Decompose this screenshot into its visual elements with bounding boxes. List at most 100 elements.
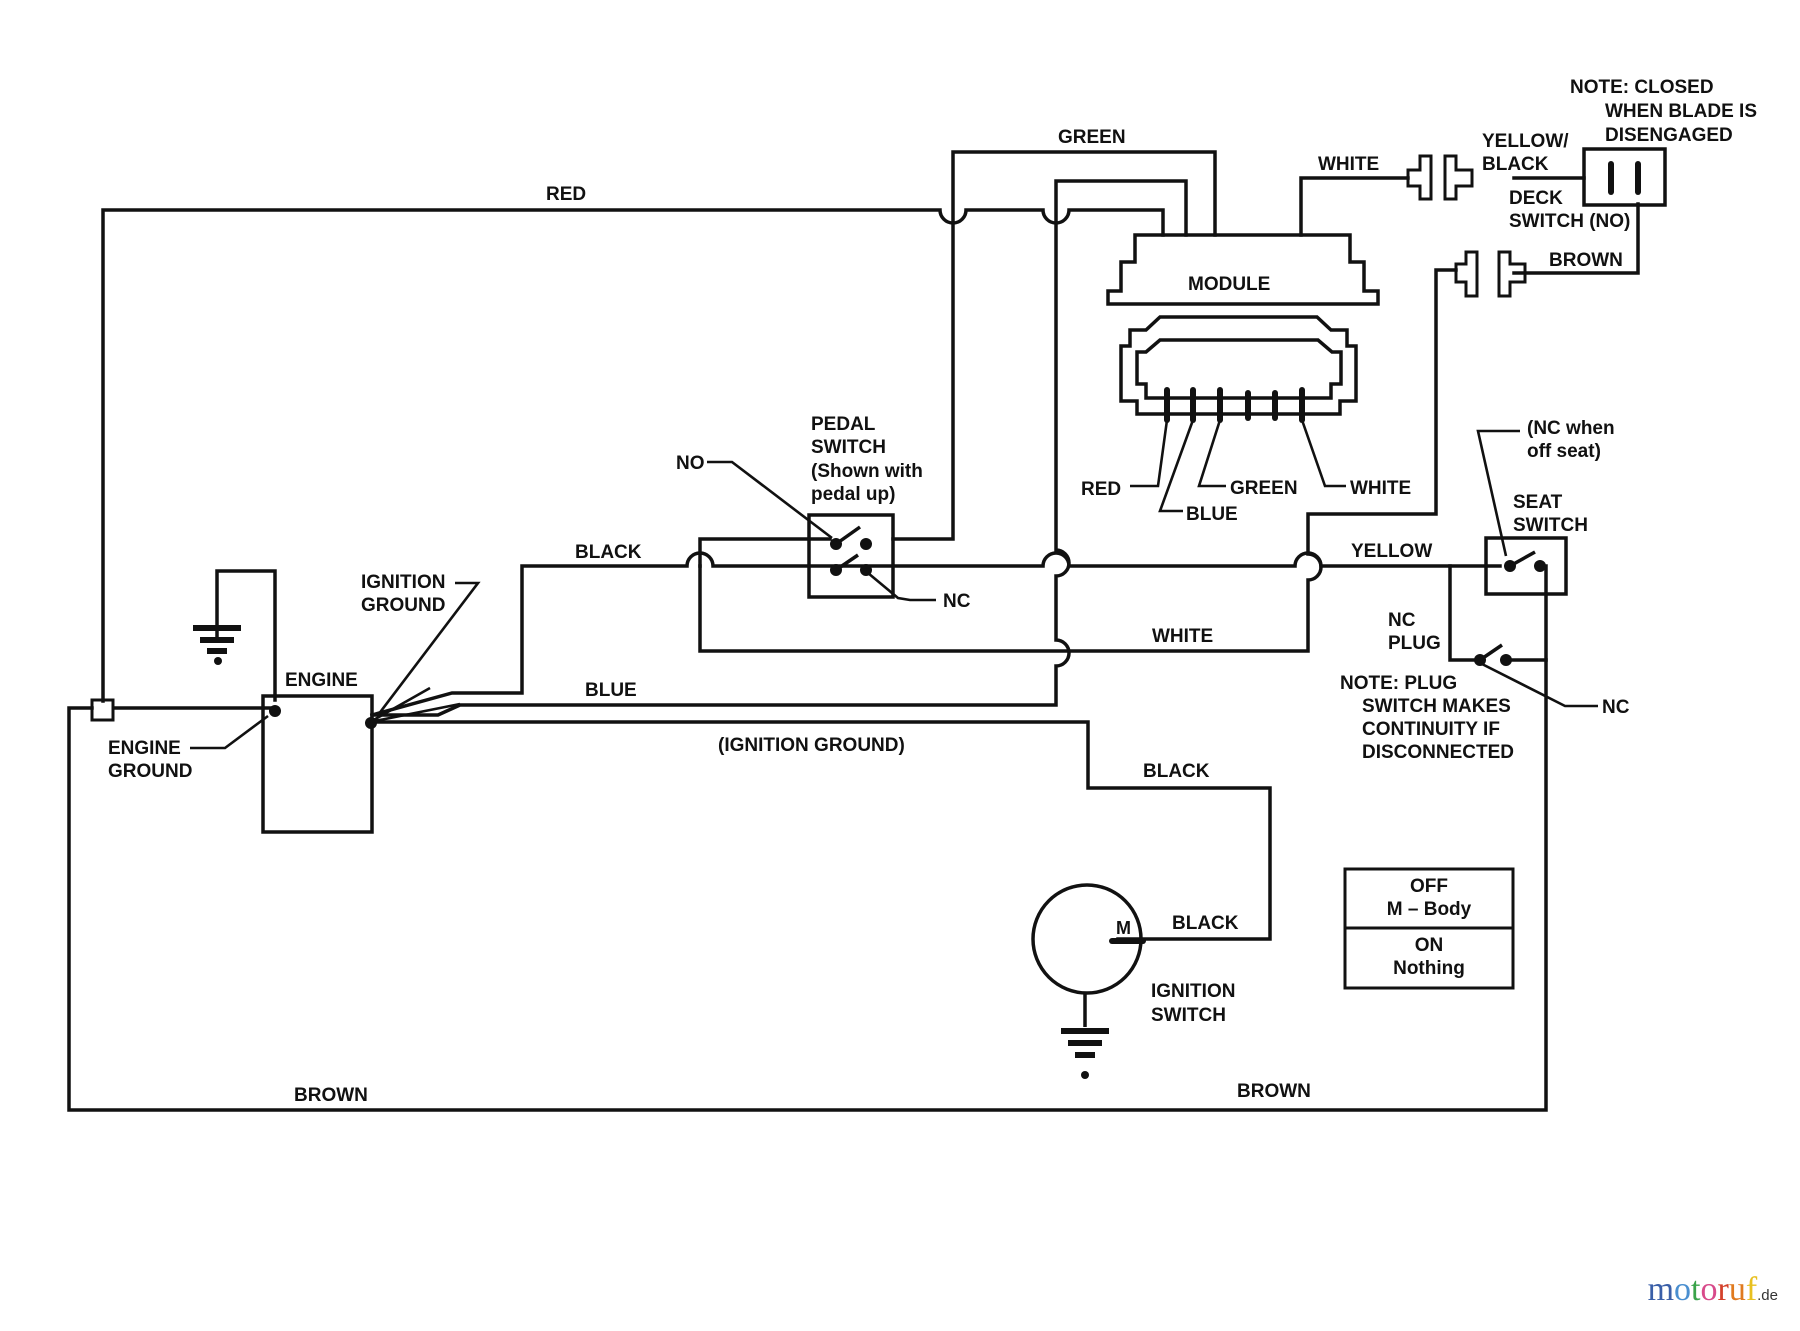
wire-blue-loop [370,179,1188,717]
plug-label-1: NC [1388,610,1416,631]
junction-square [90,698,115,722]
ignition-state-table [1343,867,1515,990]
seat-switch-label-1: SEAT [1513,492,1563,513]
module-body [1106,233,1380,306]
pedal-label-1: PEDAL [811,414,876,435]
label-red-top: RED [546,184,586,205]
wire-ground-left [215,569,277,702]
seat-note-leader [1476,429,1520,557]
deck-note-1: NOTE: CLOSED [1570,77,1714,98]
label-ignition-ground-paren: (IGNITION GROUND) [718,735,905,756]
plug-nc-label: NC [1602,697,1630,718]
deck-switch-label-2: SWITCH (NO) [1509,211,1630,232]
watermark-suffix: .de [1757,1287,1778,1304]
pedal-no-leader [707,460,833,540]
engine-harness-fan [369,686,461,724]
deck-note-2: WHEN BLADE IS [1605,101,1757,122]
watermark-logo: motoruf.de [1648,1271,1778,1309]
module-label: MODULE [1188,274,1270,295]
plug-label-2: PLUG [1388,633,1441,654]
engine-box [261,694,374,834]
pedal-switch-contacts [830,525,872,576]
label-black-ign-upper: BLACK [1143,761,1210,782]
deck-note-3: DISENGAGED [1605,125,1733,146]
pin-label-red: RED [1081,479,1121,500]
pin-label-white: WHITE [1350,478,1411,499]
module-connector [1119,315,1358,423]
deck-switch-label-1: DECK [1509,188,1563,209]
connector-white-yellowblack [1406,154,1474,201]
wire-plug [1448,564,1478,662]
label-black-ign-lower: BLACK [1172,913,1239,934]
seat-note-2: off seat) [1527,441,1601,462]
engine-ground-label-2: GROUND [108,761,192,782]
plug-contact-b [1500,654,1512,666]
pedal-label-2: SWITCH [811,437,886,458]
wire-green [891,150,1217,541]
label-brown-deck: BROWN [1549,250,1623,271]
ignition-ground-leader [376,581,481,716]
pedal-label-4: pedal up) [811,484,895,505]
pin-label-blue: BLUE [1186,504,1238,525]
wire-black [369,551,1502,718]
engine-label: ENGINE [285,670,358,691]
pin-leader-green [1197,419,1226,488]
label-brown-bottom-right: BROWN [1237,1081,1311,1102]
plug-note-3: CONTINUITY IF [1362,719,1500,740]
ground-icon-left [193,625,241,665]
label-brown-bottom-left: BROWN [294,1085,368,1106]
engine-ground-label-1: ENGINE [108,738,181,759]
connector-brown [1454,250,1527,298]
seat-switch-label-2: SWITCH [1513,515,1588,536]
pin-leader-blue [1158,419,1195,513]
state-on-connection: Nothing [1393,958,1465,979]
pedal-label-3: (Shown with [811,461,923,482]
ignition-switch-label-1: IGNITION [1151,981,1235,1002]
pin-label-green: GREEN [1230,478,1298,499]
ignition-ground-label-2: GROUND [361,595,445,616]
wire-red [101,208,1165,703]
plug-note-2: SWITCH MAKES [1362,696,1511,717]
watermark-letter: m [1647,1271,1675,1308]
wire-pedal-top [698,537,832,568]
wire-brown-bottom [67,564,1548,1112]
engine-ground-leader [190,714,269,750]
ignition-ground-label-1: IGNITION [361,572,445,593]
plug-nc-leader [1481,662,1598,708]
watermark-letter: t [1691,1271,1701,1308]
plug-note-1: NOTE: PLUG [1340,673,1457,694]
wire-brown-deck [1512,202,1640,275]
wire-ignition-ground [370,720,1272,941]
seat-switch-box [1484,536,1568,596]
plug-note-4: DISCONNECTED [1362,742,1514,763]
watermark-letter: f [1745,1271,1758,1308]
label-yellow-black-1: YELLOW/ [1482,131,1569,152]
label-blue-mid: BLUE [585,680,637,701]
ignition-terminal-m: M [1116,918,1131,938]
watermark-letter: o [1674,1271,1692,1308]
deck-switch-box [1582,147,1667,207]
seat-switch-contact-b [1534,560,1546,572]
pin-leader-white [1300,419,1346,488]
label-yellow-mid: YELLOW [1351,541,1432,562]
watermark-letter: u [1728,1271,1746,1308]
label-yellow-black-2: BLACK [1482,154,1549,175]
state-off: OFF [1410,876,1448,897]
watermark-letters: motoruf [1648,1271,1758,1309]
ignition-switch-label-2: SWITCH [1151,1005,1226,1026]
pin-leader-red [1130,419,1169,488]
wire-white-top [1299,176,1410,237]
seat-note-1: (NC when [1527,418,1615,439]
ground-icon-ignition [1061,1028,1109,1079]
watermark-letter: r [1717,1271,1729,1308]
pedal-nc-leader [867,572,936,602]
label-green-top: GREEN [1058,127,1126,148]
pedal-nc-label: NC [943,591,971,612]
state-on: ON [1415,935,1444,956]
pedal-no-label: NO [676,453,705,474]
pedal-switch-box [807,513,895,599]
watermark-letter: o [1700,1271,1718,1308]
label-white-top: WHITE [1318,154,1379,175]
state-off-connection: M – Body [1387,899,1472,920]
